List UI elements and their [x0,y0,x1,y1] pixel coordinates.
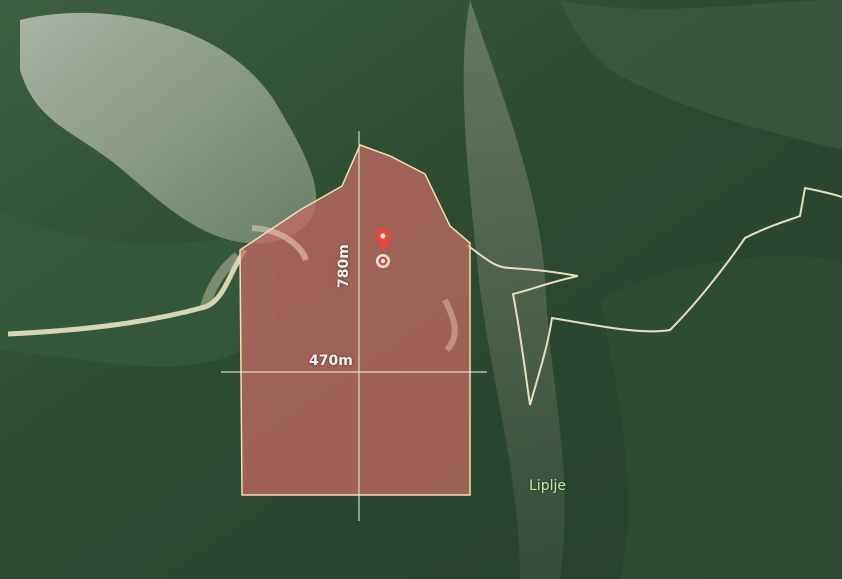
target-icon[interactable] [376,254,390,268]
trail-boundary-right [511,186,842,406]
light-clearing-area [20,12,317,244]
selected-area-polygon[interactable] [239,144,471,496]
lower-right-forest [600,256,842,579]
rocky-ravine [463,0,565,579]
trail-segment-east [466,244,579,277]
area-highlight-streak-right [442,298,458,352]
area-highlight-streak [251,225,309,262]
width-measurement-label: 470m [309,353,353,369]
upper-right-slope [560,0,842,150]
place-label-liplje[interactable]: Liplje [529,478,566,494]
road-shadow [200,252,242,309]
location-pin-icon[interactable] [375,228,391,253]
road-segment-west [7,248,248,337]
height-measurement-label: 780m [336,244,352,288]
